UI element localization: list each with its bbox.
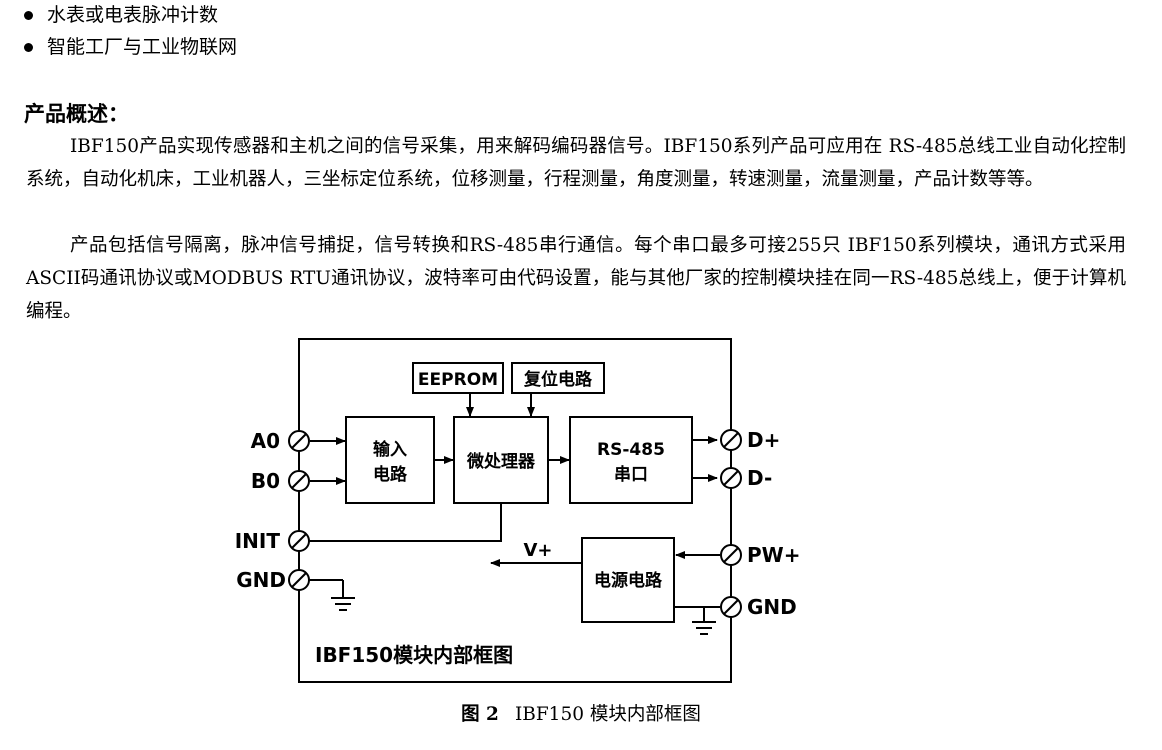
pin-label-b0: B0 [251, 469, 280, 493]
left-ground-icon [331, 597, 355, 611]
terminal-screw-icon [720, 596, 742, 618]
bullet-dot-icon [24, 42, 33, 52]
bullet-text: 智能工厂与工业物联网 [47, 36, 238, 58]
figure-caption: 图 2 IBF150 模块内部框图 [0, 700, 1162, 726]
module-frame [298, 338, 732, 683]
pin-label-init: INIT [235, 529, 281, 553]
microprocessor-label: 微处理器 [466, 451, 536, 472]
section-heading: 产品概述： [24, 102, 129, 126]
figure-caption-text: IBF150 模块内部框图 [514, 704, 701, 725]
rs485-port-box [569, 416, 693, 504]
input-circuit-label: 电路 [373, 464, 408, 485]
paragraph: 产品包括信号隔离，脉冲信号捕捉，信号转换和RS-485串行通信。每个串口最多可接… [26, 235, 1126, 322]
pin-label-d-plus: D+ [747, 428, 780, 452]
pin-label-d-minus: D- [747, 466, 772, 490]
eeprom-label: EEPROM [418, 370, 498, 390]
pin-label-a0: A0 [251, 429, 280, 453]
bullet-item: 智能工厂与工业物联网 [24, 34, 237, 60]
terminal-screw-icon [720, 467, 742, 489]
block-diagram: EEPROM 复位电路 输入 电路 微处理器 RS-485 串口 电源电路 V+ [235, 338, 800, 683]
pin-label-gnd-right: GND [747, 595, 797, 619]
figure-number: 图 2 [461, 704, 499, 725]
input-circuit-box [345, 416, 435, 504]
terminal-screw-icon [288, 569, 310, 591]
power-circuit-box [581, 537, 675, 623]
terminal-screw-icon [288, 530, 310, 552]
reset-circuit-label: 复位电路 [523, 369, 593, 390]
eeprom-box [412, 362, 504, 394]
terminal-screw-icon [288, 470, 310, 492]
pin-label-gnd-left: GND [236, 568, 286, 592]
input-circuit-label: 输入 [373, 439, 407, 460]
bullet-text: 水表或电表脉冲计数 [47, 4, 219, 26]
terminal-screw-icon [720, 544, 742, 566]
bullet-item: 水表或电表脉冲计数 [24, 2, 218, 28]
paragraph: IBF150产品实现传感器和主机之间的信号采集，用来解码编码器信号。IBF150… [26, 136, 1126, 190]
bullet-dot-icon [24, 10, 33, 20]
pin-label-pw-plus: PW+ [747, 543, 800, 567]
v-plus-label: V+ [523, 540, 552, 561]
init-line [309, 503, 502, 542]
terminal-screw-icon [720, 429, 742, 451]
diagram-inner-title: IBF150模块内部框图 [315, 643, 513, 667]
reset-circuit-box [511, 362, 605, 394]
rs485-port-label: 串口 [614, 464, 648, 485]
power-circuit-label: 电源电路 [594, 570, 663, 591]
rs485-port-label: RS-485 [597, 440, 665, 460]
terminal-screw-icon [288, 430, 310, 452]
right-ground-icon [692, 621, 716, 635]
